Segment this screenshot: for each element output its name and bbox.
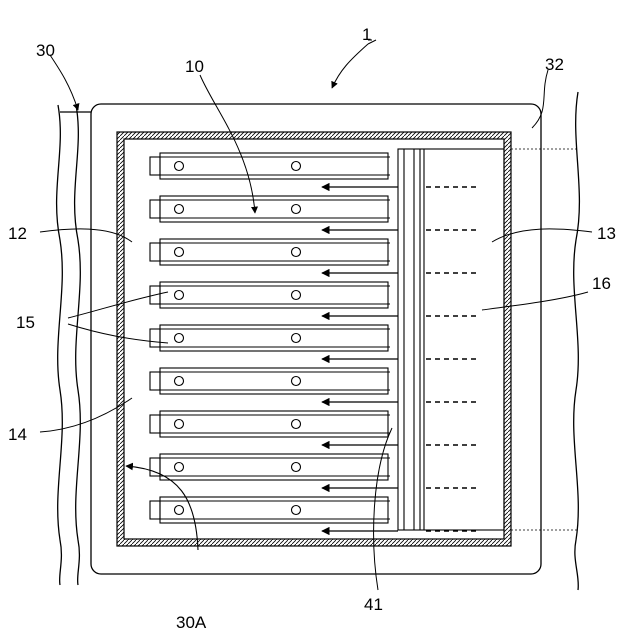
label-side-space: 16 xyxy=(592,274,611,293)
label-bus-plate: 41 xyxy=(364,595,383,614)
label-right-wall: 13 xyxy=(597,224,616,243)
label-drawer-group: 10 xyxy=(185,57,204,76)
label-frame-edge: 32 xyxy=(545,55,564,74)
label-flow: 30A xyxy=(176,613,207,632)
label-device: 1 xyxy=(362,25,371,44)
label-left-wall: 12 xyxy=(8,224,27,243)
label-outer-frame: 30 xyxy=(36,41,55,60)
cabinet-wall xyxy=(117,132,511,546)
label-interior: 14 xyxy=(8,425,27,444)
label-slot-tabs: 15 xyxy=(16,313,35,332)
